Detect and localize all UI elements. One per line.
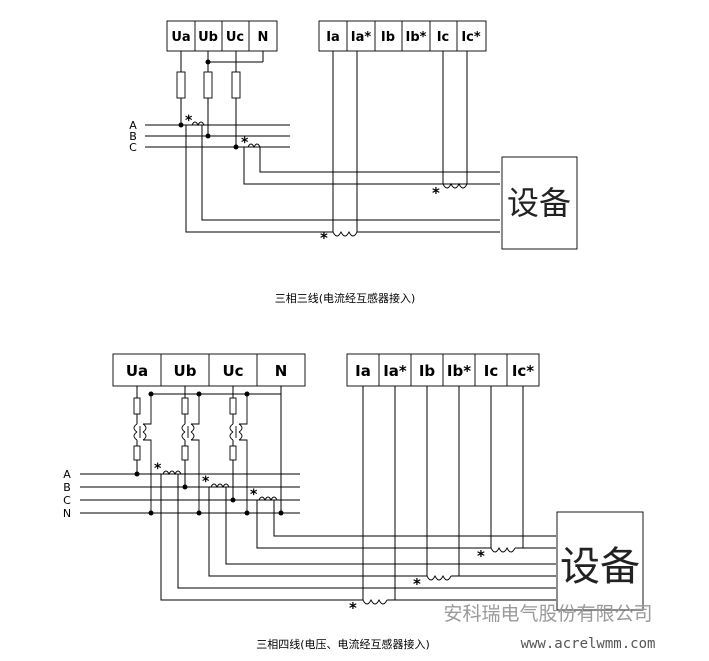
terminal-ub: Ub (174, 362, 197, 380)
polarity-mark: * (250, 487, 258, 503)
terminal-ia: Ia (326, 30, 340, 45)
polarity-mark: * (432, 184, 440, 202)
terminal-ib: Ib (419, 362, 436, 380)
terminal-uc: Uc (226, 30, 244, 45)
voltage-wiring (176, 51, 264, 150)
watermark-url: www.acrelwmm.com (521, 636, 656, 652)
terminal-ic-star: Ic* (461, 30, 481, 45)
polarity-mark: * (413, 575, 421, 593)
caption-diagram-2: 三相四线(电压、电流经互感器接入) (256, 637, 430, 651)
terminal-ua: Ua (171, 30, 190, 45)
polarity-mark: * (154, 461, 162, 477)
device-label: 设备 (560, 544, 640, 590)
current-terminal-block: Ia Ia* Ib Ib* Ic Ic* (346, 353, 540, 387)
fuse-ub (181, 397, 189, 415)
current-terminal-block: Ia Ia* Ib Ib* Ic Ic* (318, 20, 487, 52)
device-box: 设备 (556, 511, 644, 611)
terminal-ua: Ua (126, 362, 148, 380)
polarity-mark: * (349, 599, 357, 617)
busbars (80, 473, 300, 514)
phase-label-c: C (129, 141, 137, 154)
polarity-mark: * (241, 135, 249, 151)
terminal-ic: Ic (437, 30, 450, 45)
voltage-terminal-block: Ua Ub Uc N (166, 20, 278, 52)
fuse-uc-primary (229, 445, 237, 461)
ct-primaries: * * * (154, 461, 278, 503)
ct-primaries: * * (185, 113, 261, 151)
polarity-mark: * (185, 113, 193, 129)
polarity-mark: * (477, 547, 485, 565)
phase-label-b: B (129, 130, 137, 143)
terminal-ia-star: Ia* (351, 30, 372, 45)
terminal-uc: Uc (222, 362, 243, 380)
terminal-ia: Ia (355, 362, 371, 380)
fuse-uc (229, 397, 237, 415)
fuse-ub (203, 71, 213, 99)
watermark: 安科瑞电气股份有限公司 www.acrelwmm.com (443, 603, 655, 652)
terminal-ub: Ub (198, 30, 218, 45)
phase-label-n: N (63, 507, 71, 520)
terminal-ib: Ib (381, 30, 395, 45)
polarity-mark: * (320, 229, 328, 247)
ct-secondary-wiring: * * (185, 51, 500, 247)
phase-label-b: B (63, 481, 71, 494)
diagram-three-phase-three-wire: Ua Ub Uc N Ia Ia* Ib Ib* Ic Ic* A B C (129, 20, 578, 305)
terminal-ic-star: Ic* (512, 362, 534, 380)
polarity-mark: * (202, 474, 210, 490)
terminal-n: N (258, 30, 269, 45)
voltage-terminal-block: Ua Ub Uc N (112, 353, 306, 387)
terminal-ia-star: Ia* (383, 362, 407, 380)
ct-secondary-wiring: * * * (160, 386, 556, 617)
diagram-three-phase-four-wire: Ua Ub Uc N Ia Ia* Ib Ib* Ic Ic* A B C N (63, 353, 644, 651)
phase-label-a: A (63, 468, 71, 481)
fuse-ua (133, 397, 141, 415)
terminal-ib-star: Ib* (406, 30, 427, 45)
fuse-uc (231, 71, 241, 99)
fuse-ua-primary (133, 445, 141, 461)
phase-label-c: C (63, 494, 71, 507)
terminal-n: N (275, 362, 288, 380)
phase-label-a: A (129, 119, 137, 132)
voltage-transformers (133, 386, 284, 516)
terminal-ic: Ic (484, 362, 498, 380)
caption-diagram-1: 三相三线(电流经互感器接入) (275, 291, 416, 305)
watermark-company: 安科瑞电气股份有限公司 (443, 603, 652, 625)
device-label: 设备 (507, 184, 571, 222)
fuse-ua (176, 71, 186, 99)
fuse-ub-primary (181, 445, 189, 461)
terminal-ib-star: Ib* (447, 362, 471, 380)
busbars (145, 124, 290, 148)
device-box: 设备 (501, 156, 578, 250)
